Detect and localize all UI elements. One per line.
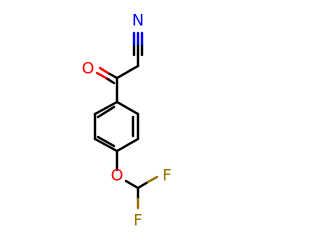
c-f-bond-right (136, 175, 159, 190)
nitrile-n-label: N (132, 11, 144, 30)
nitrile-triple-bond (132, 31, 144, 57)
benzene-ring (93, 100, 140, 153)
fluorine-right-label: F (162, 166, 171, 185)
fluorine-bottom-label: F (133, 211, 142, 230)
ether-o-label: O (111, 166, 124, 185)
carbonyl-double-bond (95, 66, 119, 85)
bond-ch2-to-carbonyl-c (115, 64, 140, 80)
carbonyl-o-label: O (82, 59, 95, 78)
structure-diagram: N O O F F (82, 11, 172, 230)
bond-ether-o-to-chf2 (124, 179, 140, 190)
